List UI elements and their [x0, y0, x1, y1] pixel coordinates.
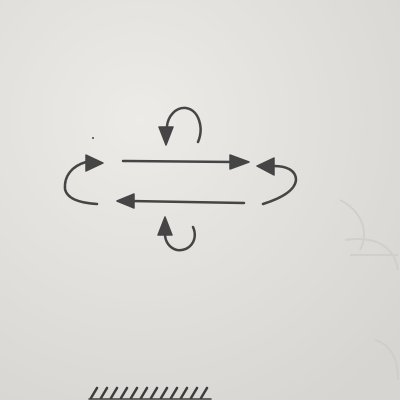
- right-curved-arrow: [256, 157, 298, 206]
- top-loop-arrow: [158, 106, 202, 146]
- bottom-loop-arrow: [157, 216, 196, 252]
- left-curved-arrow: [63, 154, 104, 206]
- faint-background-sketch: [339, 199, 399, 381]
- top-straight-arrow: [121, 154, 250, 170]
- stray-ink-dot: [92, 137, 94, 139]
- bottom-straight-arrow: [116, 193, 246, 209]
- hatched-edge: [88, 386, 212, 400]
